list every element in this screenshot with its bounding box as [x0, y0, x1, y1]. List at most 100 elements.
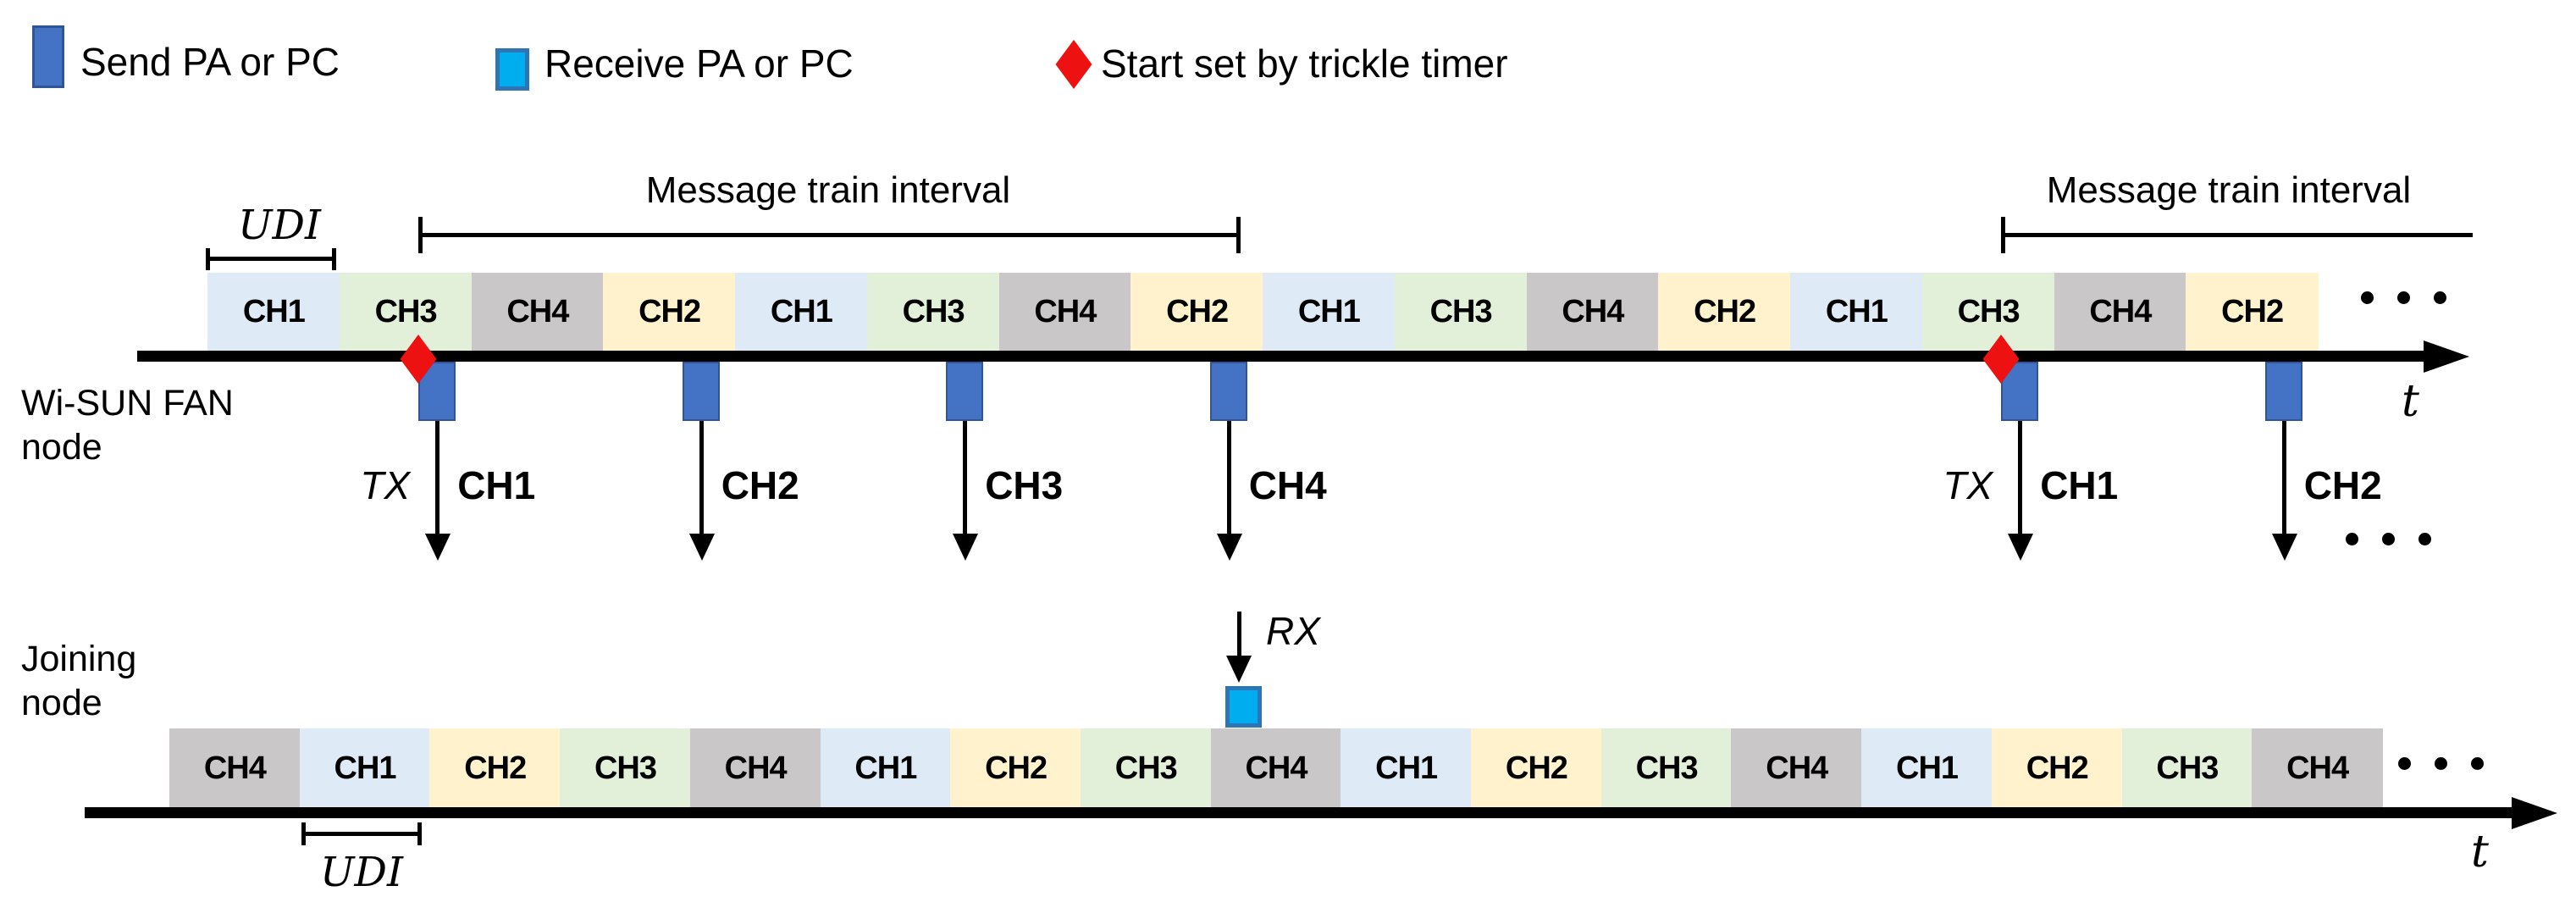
ellipsis-dot: [2361, 291, 2374, 304]
tx-channel-label: CH1: [2040, 463, 2119, 507]
ellipsis-dot: [2435, 757, 2447, 770]
ellipsis-dot: [2434, 291, 2446, 304]
mti-bracket-2: [2001, 233, 2473, 237]
channel-cell: CH3: [1600, 728, 1733, 808]
channel-cell: CH1: [1861, 728, 1993, 808]
tx-label: TX: [360, 463, 411, 507]
channel-cell: CH1: [735, 273, 868, 352]
channel-cell: CH3: [1921, 273, 2055, 352]
channel-cell: CH1: [207, 273, 340, 352]
channel-cell: CH2: [1471, 728, 1602, 808]
tx-arrow-head-icon: [2271, 534, 2297, 561]
rx-receive-rect: [1225, 686, 1262, 728]
tx-channel-label: CH4: [1248, 463, 1327, 507]
legend-trickle-label: Start set by trickle timer: [1101, 42, 1508, 86]
t-axis-label-bottom: t: [2471, 827, 2489, 877]
tx-arrow-head-icon: [953, 534, 979, 561]
receive-swatch-icon: [495, 48, 529, 91]
tx-arrow-head-icon: [2008, 534, 2034, 561]
top-axis-arrowhead-icon: [2424, 340, 2469, 373]
tx-channel-label: CH2: [721, 463, 799, 507]
tx-arrow-stem: [699, 421, 704, 537]
channel-cell: CH3: [866, 273, 1000, 352]
top-axis: [137, 351, 2429, 362]
tx-channel-label: CH3: [985, 463, 1064, 507]
tx-send-rect: [682, 362, 720, 421]
ellipsis-dot: [2471, 757, 2484, 770]
udi-bracket-bottom: [301, 832, 422, 836]
channel-cell: CH4: [1526, 273, 1660, 352]
ellipsis-dot: [2397, 291, 2410, 304]
tx-label: TX: [1943, 463, 1993, 507]
wisun-fan-node-label: Wi-SUN FAN node: [21, 383, 234, 468]
message-train-interval-label-1: Message train interval: [645, 169, 1011, 211]
channel-cell: CH4: [1731, 728, 1863, 808]
tx-arrow-stem: [435, 421, 440, 537]
legend-send-label: Send PA or PC: [80, 40, 340, 84]
channel-cell: CH1: [1263, 273, 1396, 352]
channel-cell: CH4: [1210, 728, 1342, 808]
channel-cell: CH1: [299, 728, 431, 808]
channel-cell: CH4: [689, 728, 821, 808]
tx-arrow-head-icon: [688, 534, 715, 561]
tx-arrow-stem: [1226, 421, 1231, 537]
mti-bracket-1-right-tick: [1235, 217, 1241, 253]
tx-channel-label: CH1: [457, 463, 536, 507]
ellipsis-dot: [2398, 757, 2411, 770]
tx-arrow-head-icon: [1216, 534, 1242, 561]
channel-cell: CH1: [1341, 728, 1473, 808]
tx-send-rect: [1209, 362, 1247, 421]
mti-bracket-2-left-tick: [2001, 217, 2006, 253]
tx-arrow-stem: [2018, 421, 2023, 537]
mti-bracket-1: [418, 233, 1241, 237]
udi-bracket-top-left-tick: [206, 248, 210, 270]
tx-arrow-head-icon: [425, 534, 451, 561]
legend: Send PA or PC Receive PA or PC Start set…: [0, 0, 2576, 102]
udi-bracket-top-right-tick: [332, 248, 336, 270]
channel-cell: CH1: [1790, 273, 1923, 352]
rx-label: RX: [1266, 609, 1320, 653]
tx-send-rect: [2264, 362, 2302, 421]
channel-cell: CH2: [1991, 728, 2123, 808]
channel-cell: CH3: [560, 728, 691, 808]
tx-arrow-stem: [963, 421, 968, 537]
udi-bracket-bottom-left-tick: [301, 822, 306, 845]
udi-bracket-top: [206, 257, 336, 261]
t-axis-label-top: t: [2402, 376, 2419, 427]
channel-cell: CH4: [471, 273, 605, 352]
tx-channel-label: CH2: [2303, 463, 2382, 507]
channel-cell: CH2: [2186, 273, 2319, 352]
channel-cell: CH4: [2054, 273, 2187, 352]
joining-node-label: Joining node: [21, 639, 137, 724]
ellipsis-dot: [2418, 533, 2431, 545]
message-train-interval-label-2: Message train interval: [2046, 169, 2412, 211]
channel-cell: CH2: [950, 728, 1081, 808]
udi-label-top: UDI: [238, 202, 321, 249]
tx-arrow-stem: [2281, 421, 2286, 537]
send-swatch-icon: [32, 25, 64, 88]
bottom-axis: [85, 807, 2517, 818]
channel-cell: CH2: [1658, 273, 1791, 352]
udi-label-bottom: UDI: [320, 849, 403, 896]
channel-cell: CH4: [2252, 728, 2383, 808]
channel-cell: CH3: [1394, 273, 1528, 352]
ellipsis-dot: [2345, 533, 2358, 545]
ellipsis-dot: [2381, 533, 2395, 545]
trickle-diamond-icon: [1055, 39, 1092, 90]
channel-cell: CH3: [2121, 728, 2253, 808]
channel-cell: CH4: [169, 728, 301, 808]
channel-cell: CH3: [339, 273, 473, 352]
channel-cell: CH1: [820, 728, 952, 808]
channel-cell: CH2: [1130, 273, 1263, 352]
channel-cell: CH2: [603, 273, 736, 352]
udi-bracket-bottom-right-tick: [417, 822, 422, 845]
rx-arrow-head-icon: [1226, 656, 1252, 683]
channel-cell: CH2: [429, 728, 561, 808]
channel-cell: CH3: [1080, 728, 1212, 808]
bottom-axis-arrowhead-icon: [2512, 797, 2557, 829]
mti-bracket-1-left-tick: [418, 217, 423, 253]
tx-send-rect: [946, 362, 984, 421]
rx-arrow-stem: [1237, 612, 1241, 659]
legend-receive-label: Receive PA or PC: [544, 42, 854, 86]
